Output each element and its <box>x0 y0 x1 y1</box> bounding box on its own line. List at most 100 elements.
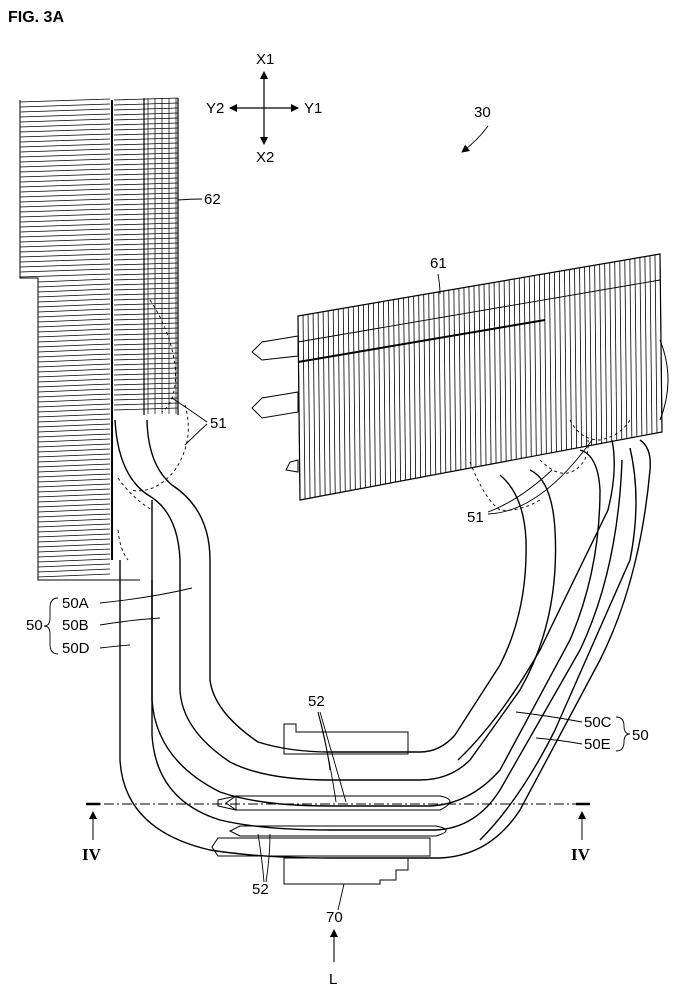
fin-line <box>113 372 179 376</box>
fin-line <box>448 290 452 472</box>
label-70: 70 <box>326 909 343 926</box>
fin-line <box>468 286 472 468</box>
fin-line <box>37 348 111 353</box>
fin-line <box>543 273 547 454</box>
fin-line <box>113 407 179 411</box>
fin-line <box>37 408 111 413</box>
fin-line <box>609 262 613 442</box>
fin-line <box>113 187 179 191</box>
fin-line <box>113 172 179 176</box>
fin-line <box>113 352 179 356</box>
connectors-51 <box>117 299 631 561</box>
fin-line <box>37 443 111 448</box>
fin-line <box>37 473 111 478</box>
fin-line <box>19 98 111 103</box>
fin-line <box>113 127 179 131</box>
fin-line <box>493 282 497 464</box>
fin-line <box>19 123 111 128</box>
fin-line <box>113 277 179 281</box>
fin-line <box>37 378 111 383</box>
fin-line <box>113 362 179 366</box>
fin-line <box>113 117 179 121</box>
fin-line <box>113 217 179 221</box>
fin-line <box>113 212 179 216</box>
fin-line <box>113 177 179 181</box>
fin-line <box>19 253 111 258</box>
fin-line <box>498 281 502 463</box>
fin-line <box>113 122 179 126</box>
fin-line <box>37 433 111 438</box>
fin-line <box>19 168 111 173</box>
fin-line <box>37 393 111 398</box>
fin-line <box>113 377 179 381</box>
fin-line <box>302 315 306 500</box>
axis-label-y2: Y2 <box>206 100 224 117</box>
fin-line <box>548 272 552 453</box>
fin-line <box>574 268 577 449</box>
fin-line <box>19 238 111 243</box>
fin-line <box>352 306 356 490</box>
device-leader <box>461 125 489 153</box>
fin-line <box>19 138 111 143</box>
fin-line <box>113 322 179 326</box>
label-iv-right: IV <box>571 845 591 864</box>
fin-line <box>317 312 321 497</box>
fin-line <box>37 563 111 568</box>
fin-line <box>37 368 111 373</box>
fin-line <box>37 483 111 488</box>
fin-line <box>19 263 111 268</box>
heatsink-62 <box>19 97 179 581</box>
fin-line <box>594 265 598 445</box>
fin-line <box>113 237 179 241</box>
heatsink-61 <box>251 253 669 501</box>
axis-label-x1: X1 <box>256 51 274 68</box>
label-50d: 50D <box>62 640 90 657</box>
device-label: 30 <box>474 104 491 121</box>
fin-line <box>19 143 111 148</box>
fin-line <box>528 276 532 457</box>
fin-line <box>503 280 507 462</box>
fin-line <box>37 438 111 443</box>
fin-line <box>37 523 111 528</box>
fin-line <box>113 102 179 106</box>
fin-line <box>37 538 111 543</box>
fin-line <box>113 132 179 136</box>
fin-line <box>37 543 111 548</box>
fin-line <box>19 133 111 138</box>
label-l: L <box>329 971 337 988</box>
fin-line <box>347 307 351 491</box>
fin-line <box>37 333 111 338</box>
label-50-right: 50 <box>632 727 649 744</box>
fin-line <box>113 137 179 141</box>
fin-line <box>113 317 179 321</box>
fin-line <box>113 382 179 386</box>
fin-line <box>19 118 111 123</box>
fin-line <box>513 278 517 460</box>
fin-line <box>113 267 179 271</box>
fin-line <box>403 297 406 481</box>
fin-line <box>113 167 179 171</box>
fin-line <box>19 258 111 263</box>
fin-line <box>19 103 111 108</box>
fin-line <box>113 292 179 296</box>
fin-line <box>37 528 111 533</box>
fin-line <box>37 318 111 323</box>
fin-line <box>383 301 386 484</box>
fin-line <box>378 302 381 485</box>
fin-line <box>37 323 111 328</box>
fin-line <box>569 269 572 450</box>
fin-line <box>113 192 179 196</box>
fin-line <box>453 289 457 471</box>
axis-label-y1: Y1 <box>304 100 322 117</box>
fin-line <box>113 152 179 156</box>
fin-line <box>463 287 467 469</box>
fin-line <box>37 493 111 498</box>
fin-line <box>113 272 179 276</box>
fin-line <box>332 309 336 494</box>
fin-line <box>37 508 111 513</box>
fin-line <box>19 128 111 133</box>
fin-line <box>37 518 111 523</box>
fin-line <box>113 182 179 186</box>
label-50e: 50E <box>584 736 611 753</box>
fin-line <box>473 285 477 467</box>
